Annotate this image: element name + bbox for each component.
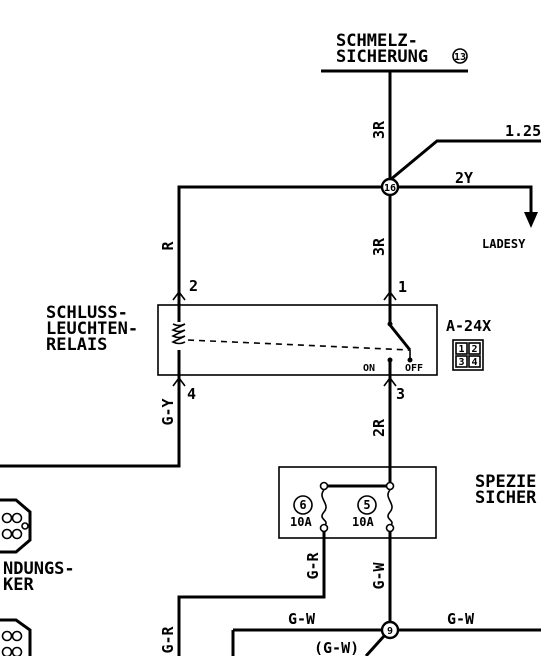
wire-2y-label: 2Y — [455, 169, 473, 187]
wire-1-25-label: 1.25 — [505, 122, 541, 140]
relay-block: SCHLUSS- LEUCHTEN- RELAIS 2 1 ON OFF 4 3… — [46, 277, 491, 403]
special-fuse-label-line1: SPEZIE — [475, 472, 536, 492]
wire-gr-low-label: G-R — [159, 625, 177, 653]
fuse-link-label-line2: SICHERUNG — [336, 47, 428, 67]
relay-pin4-connector-icon — [172, 376, 186, 387]
wire-gw-right-label: G-W — [447, 610, 475, 628]
wire-r — [177, 185, 382, 295]
relay-coil-icon — [171, 323, 186, 345]
fuse-6-top-terminal — [319, 481, 329, 491]
relay-pin1: 1 — [398, 278, 407, 296]
relay-conn-pin-1: 1 — [458, 344, 464, 355]
relay-on-label: ON — [363, 363, 375, 374]
connector-left-upper-icon — [0, 498, 32, 554]
special-fuse-block: SPEZIE SICHER 6 10A 5 10A — [278, 466, 537, 539]
relay-connector-icon: 1 2 3 4 — [452, 339, 484, 371]
relay-label-line2: LEUCHTEN- — [46, 319, 138, 339]
junction-16-number: 16 — [384, 183, 396, 194]
relay-pin4: 4 — [187, 385, 196, 403]
fuse-link-number-circle — [452, 48, 468, 64]
fuse-6-rating: 10A — [290, 515, 312, 529]
wire-r-label: R — [159, 241, 177, 251]
fuse-6-bottom-terminal — [319, 523, 329, 533]
wire-3r-top-label: 3R — [370, 120, 388, 139]
junction-9-number: 9 — [387, 626, 393, 637]
wire-2y — [398, 185, 533, 214]
special-fuse-label-line2: SICHER — [475, 488, 537, 508]
relay-actuator-link — [187, 339, 411, 351]
wire-gw-vertical-label: G-W — [370, 561, 388, 589]
wire-gy — [0, 384, 181, 468]
wire-gy-label: G-Y — [159, 398, 177, 425]
relay-conn-pin-2: 2 — [471, 344, 477, 355]
junction-9: 9 — [380, 620, 400, 640]
relay-label-line1: SCHLUSS- — [46, 303, 128, 323]
relay-pin2: 2 — [189, 277, 198, 295]
wire-gr — [177, 532, 326, 656]
relay-switch-arm — [388, 324, 412, 351]
special-fuse-box — [278, 466, 437, 539]
fuse-5-rating: 10A — [352, 515, 374, 529]
fuse-link-block: SCHMELZ- SICHERUNG 13 — [321, 31, 468, 73]
wire-2r-label: 2R — [370, 418, 388, 437]
wire-gr-label: G-R — [304, 551, 322, 579]
fuse-5-element-icon — [387, 489, 393, 527]
wire-gw-paren-label: (G-W) — [314, 639, 359, 656]
fuse-5-number-circle — [357, 495, 377, 515]
relay-pin3-connector-icon — [383, 376, 397, 387]
ladesystem-arrow-icon — [524, 212, 538, 228]
fuse-5-number: 5 — [363, 498, 370, 512]
connector-left-label-line1: NDUNGS- — [3, 559, 75, 579]
connector-left-lower-icon — [0, 618, 32, 656]
fuse-link-label-line1: SCHMELZ- — [336, 31, 418, 51]
connector-left-label-line2: KER — [3, 575, 34, 595]
relay-contact-off — [407, 357, 413, 363]
fuse-link-number: 13 — [454, 52, 466, 63]
ladesystem-label: LADESY — [482, 237, 526, 251]
junction-16: 16 — [380, 177, 400, 197]
relay-off-label: OFF — [405, 363, 423, 374]
wire-gw-left-label: G-W — [288, 610, 316, 628]
relay-conn-pin-3: 3 — [458, 357, 464, 368]
fuse-6-number: 6 — [299, 498, 306, 512]
relay-conn-pin-4: 4 — [471, 357, 477, 368]
relay-box — [157, 304, 438, 376]
fuse-6-number-circle — [293, 495, 313, 515]
wire-3r-mid-label: 3R — [370, 237, 388, 256]
relay-pin3: 3 — [396, 385, 405, 403]
fuse-5-top-terminal — [385, 481, 395, 491]
relay-connector-code: A-24X — [446, 317, 491, 335]
wire-gw-diagonal — [364, 634, 386, 656]
relay-label-line3: RELAIS — [46, 335, 107, 355]
wire-1-25 — [389, 139, 541, 182]
fuse-6-element-icon — [321, 489, 327, 527]
fuse-5-bottom-terminal — [385, 523, 395, 533]
